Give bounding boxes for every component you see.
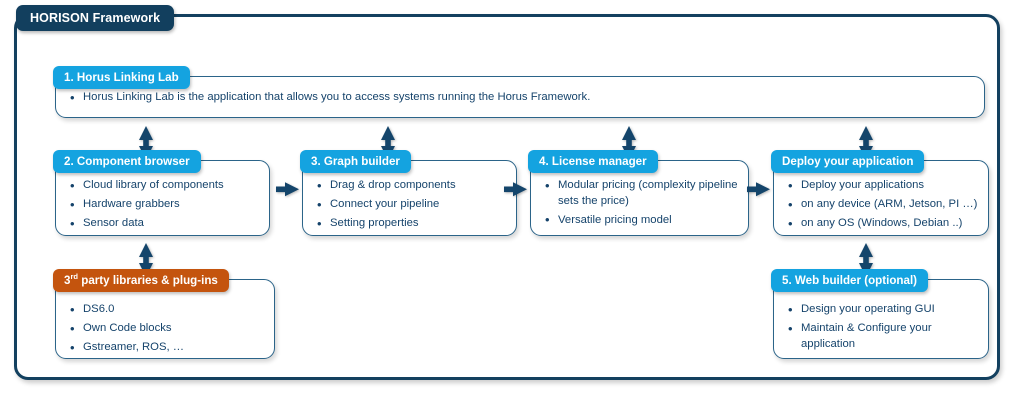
- card-license-manager[interactable]: 4. License manager Modular pricing (comp…: [528, 150, 749, 236]
- list-item: Maintain & Configure your application: [784, 321, 980, 352]
- card-horus-linking-lab-body: Horus Linking Lab is the application tha…: [56, 90, 984, 109]
- component-browser-to-graph-builder-arrow: [276, 182, 299, 197]
- list-item: DS6.0: [66, 302, 266, 318]
- bullet-list: Drag & drop components Connect your pipe…: [313, 178, 508, 232]
- card-web-builder[interactable]: 5. Web builder (optional) Design your op…: [771, 269, 989, 359]
- card-graph-builder[interactable]: 3. Graph builder Drag & drop components …: [300, 150, 517, 236]
- list-item: Connect your pipeline: [313, 197, 508, 213]
- card-third-party-libraries[interactable]: 3rd party libraries & plug-ins DS6.0 Own…: [53, 269, 275, 359]
- graph-builder-to-license-manager-arrow: [504, 182, 527, 197]
- list-item: on any OS (Windows, Debian ..): [784, 216, 980, 232]
- card-deploy-your-application-title: Deploy your application: [771, 150, 925, 173]
- bullet-list: Design your operating GUI Maintain & Con…: [784, 302, 980, 352]
- list-item: Cloud library of components: [66, 178, 261, 194]
- bullet-list: Cloud library of components Hardware gra…: [66, 178, 261, 232]
- license-manager-to-deploy-arrow: [747, 182, 770, 197]
- card-component-browser[interactable]: 2. Component browser Cloud library of co…: [53, 150, 270, 236]
- card-graph-builder-title: 3. Graph builder: [300, 150, 411, 173]
- list-item: Sensor data: [66, 216, 261, 232]
- card-component-browser-title: 2. Component browser: [53, 150, 201, 173]
- card-horus-linking-lab[interactable]: 1. Horus Linking Lab Horus Linking Lab i…: [53, 66, 985, 118]
- list-item: Drag & drop components: [313, 178, 508, 194]
- bullet-list: Deploy your applications on any device (…: [784, 178, 980, 232]
- list-item: Horus Linking Lab is the application tha…: [66, 90, 976, 106]
- bullet-list: Horus Linking Lab is the application tha…: [66, 90, 976, 106]
- card-horus-linking-lab-title: 1. Horus Linking Lab: [53, 66, 190, 89]
- ordinal-suffix: rd: [70, 272, 79, 282]
- list-item: Versatile pricing model: [541, 212, 740, 229]
- card-deploy-your-application-body: Deploy your applications on any device (…: [774, 178, 988, 235]
- card-deploy-your-application[interactable]: Deploy your application Deploy your appl…: [771, 150, 989, 236]
- card-web-builder-body: Design your operating GUI Maintain & Con…: [774, 302, 988, 356]
- list-item: Design your operating GUI: [784, 302, 980, 318]
- card-component-browser-body: Cloud library of components Hardware gra…: [56, 178, 269, 235]
- list-item: Setting properties: [313, 216, 508, 232]
- card-third-party-libraries-body: DS6.0 Own Code blocks Gstreamer, ROS, …: [56, 302, 274, 359]
- frame-title-badge: HORISON Framework: [16, 5, 175, 31]
- list-item: Hardware grabbers: [66, 197, 261, 213]
- list-item: Modular pricing (complexity pipeline set…: [541, 178, 740, 209]
- list-item: Own Code blocks: [66, 321, 266, 337]
- card-graph-builder-body: Drag & drop components Connect your pipe…: [303, 178, 516, 235]
- card-license-manager-body: Modular pricing (complexity pipeline set…: [531, 178, 748, 232]
- card-license-manager-title: 4. License manager: [528, 150, 658, 173]
- bullet-list: Modular pricing (complexity pipeline set…: [541, 178, 740, 228]
- frame-title-label: HORISON Framework: [30, 11, 161, 25]
- card-web-builder-title: 5. Web builder (optional): [771, 269, 929, 292]
- list-item: Deploy your applications: [784, 178, 980, 194]
- list-item: Gstreamer, ROS, …: [66, 340, 266, 356]
- card-third-party-libraries-title: 3rd party libraries & plug-ins: [53, 269, 229, 292]
- bullet-list: DS6.0 Own Code blocks Gstreamer, ROS, …: [66, 302, 266, 356]
- list-item: on any device (ARM, Jetson, PI …): [784, 197, 980, 213]
